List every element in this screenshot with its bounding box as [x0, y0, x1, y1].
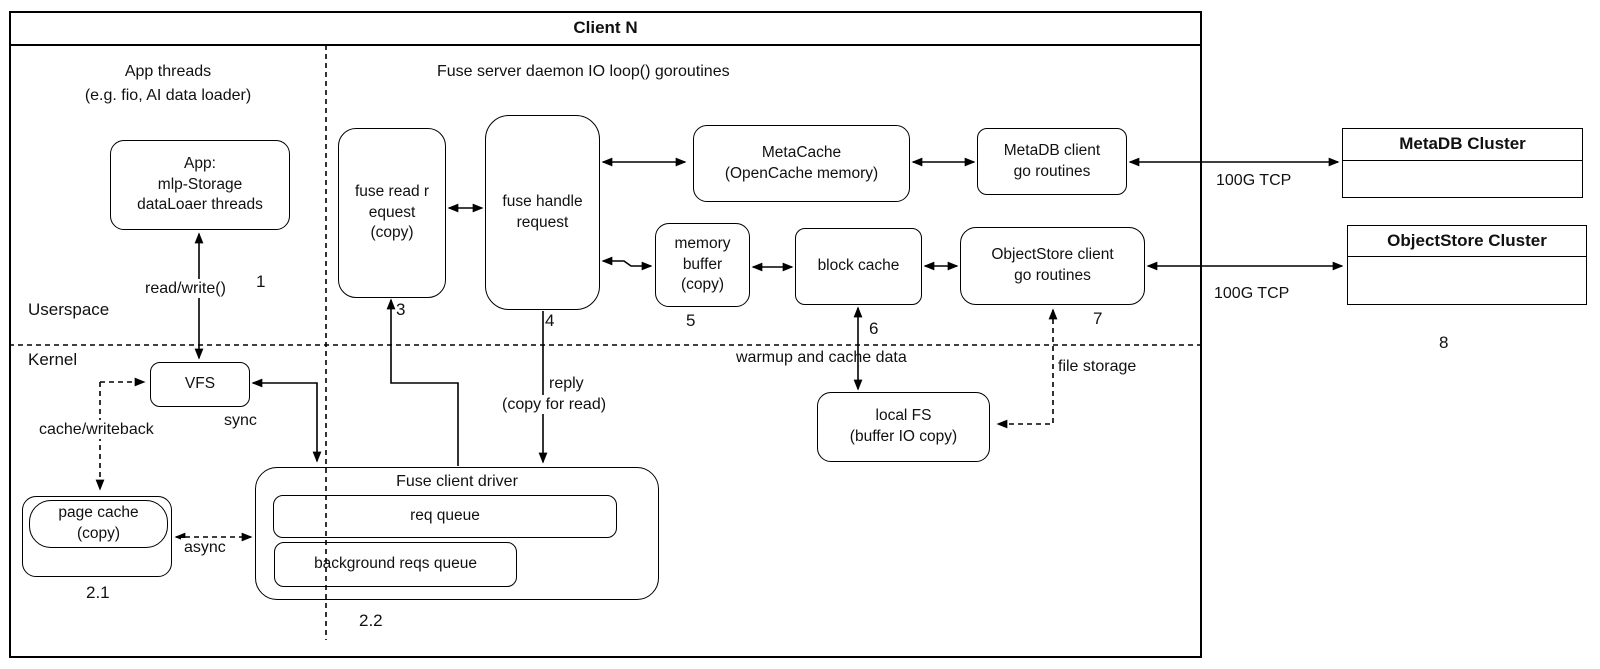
- step-8: 8: [1439, 333, 1449, 352]
- background-reqs-queue-label: background reqs queue: [314, 555, 477, 573]
- tcp-objectstore-label: 100G TCP: [1214, 285, 1290, 302]
- objectstore-client-line2: go routines: [1014, 267, 1091, 284]
- step-2-1: 2.1: [86, 583, 110, 602]
- node-fuse-handle-request: fuse handle request: [485, 115, 600, 310]
- vfs-label: VFS: [184, 375, 216, 393]
- reply-label-line2: (copy for read): [499, 395, 610, 415]
- node-objectstore-cluster: ObjectStore Cluster: [1347, 225, 1587, 305]
- node-req-queue: req queue: [273, 495, 617, 538]
- node-metadb-cluster: MetaDB Cluster: [1342, 128, 1583, 198]
- kernel-label: Kernel: [28, 350, 78, 369]
- metacache-line2: (OpenCache memory): [724, 164, 879, 182]
- fuse-handle-request-line2: request: [516, 213, 569, 231]
- node-background-reqs-queue: background reqs queue: [274, 542, 517, 587]
- local-fs-line1: local FS: [875, 407, 932, 425]
- objectstore-cluster-title: ObjectStore Cluster: [1348, 226, 1586, 257]
- read-write-label: read/write(): [142, 279, 229, 299]
- fuse-read-request-line2: equest: [368, 203, 416, 221]
- metadb-client-line2: go routines: [1013, 162, 1091, 180]
- step-7: 7: [1093, 309, 1103, 328]
- fuse-read-request-line1: fuse read r: [354, 182, 430, 200]
- node-metadb-client: MetaDB client go routines: [977, 128, 1127, 195]
- metacache-line1: MetaCache: [761, 143, 842, 161]
- fuse-client-driver-label: Fuse client driver: [396, 473, 518, 490]
- tcp-metadb-label: 100G TCP: [1216, 172, 1292, 189]
- client-title: Client N: [11, 13, 1200, 46]
- page-cache-line1: page cache: [58, 504, 139, 522]
- file-storage-label: file storage: [1058, 358, 1137, 375]
- metadb-cluster-title: MetaDB Cluster: [1343, 129, 1582, 161]
- fuse-read-request-line3: (copy): [370, 224, 414, 242]
- sync-label: sync: [224, 412, 257, 429]
- app-threads-label-line2: (e.g. fio, AI data loader): [84, 87, 252, 104]
- node-metacache: MetaCache (OpenCache memory): [693, 125, 910, 202]
- app-threads-label-line1: App threads: [124, 63, 212, 80]
- node-fuse-read-request: fuse read r equest (copy): [338, 128, 446, 298]
- step-5: 5: [686, 311, 696, 330]
- node-app-threads: App: mlp-Storage dataLoaer threads: [110, 140, 290, 230]
- node-objectstore-client: ObjectStore client go routines: [960, 227, 1145, 305]
- block-cache-label: block cache: [817, 257, 900, 275]
- node-app-line2: mlp-Storage: [157, 175, 243, 193]
- node-app-line3: dataLoaer threads: [137, 196, 263, 214]
- node-memory-buffer: memory buffer (copy): [655, 223, 750, 307]
- req-queue-label: req queue: [410, 507, 480, 525]
- step-4: 4: [545, 311, 555, 330]
- step-2-2: 2.2: [359, 611, 383, 630]
- fuse-handle-request-line1: fuse handle: [502, 192, 583, 210]
- page-cache-line2: (copy): [76, 525, 121, 542]
- userspace-label: Userspace: [28, 300, 110, 319]
- cache-writeback-label: cache/writeback: [36, 420, 157, 440]
- memory-buffer-line3: (copy): [680, 276, 725, 294]
- step-1: 1: [256, 272, 266, 291]
- node-vfs: VFS: [150, 362, 250, 407]
- reply-label-line1: reply: [546, 374, 587, 394]
- warmup-label: warmup and cache data: [736, 349, 907, 366]
- async-label: async: [181, 538, 229, 558]
- node-page-cache: page cache (copy): [29, 500, 168, 548]
- node-app-line1: App:: [184, 154, 216, 172]
- metadb-client-line1: MetaDB client: [1003, 141, 1101, 159]
- step-6: 6: [869, 319, 879, 338]
- fuse-daemon-label: Fuse server daemon IO loop() goroutines: [437, 63, 730, 80]
- objectstore-client-line1: ObjectStore client: [991, 246, 1114, 264]
- node-local-fs: local FS (buffer IO copy): [817, 392, 990, 462]
- node-block-cache: block cache: [795, 228, 922, 305]
- memory-buffer-line1: memory: [674, 234, 731, 252]
- memory-buffer-line2: buffer: [682, 255, 723, 273]
- step-3: 3: [396, 300, 406, 319]
- local-fs-line2: (buffer IO copy): [849, 428, 958, 445]
